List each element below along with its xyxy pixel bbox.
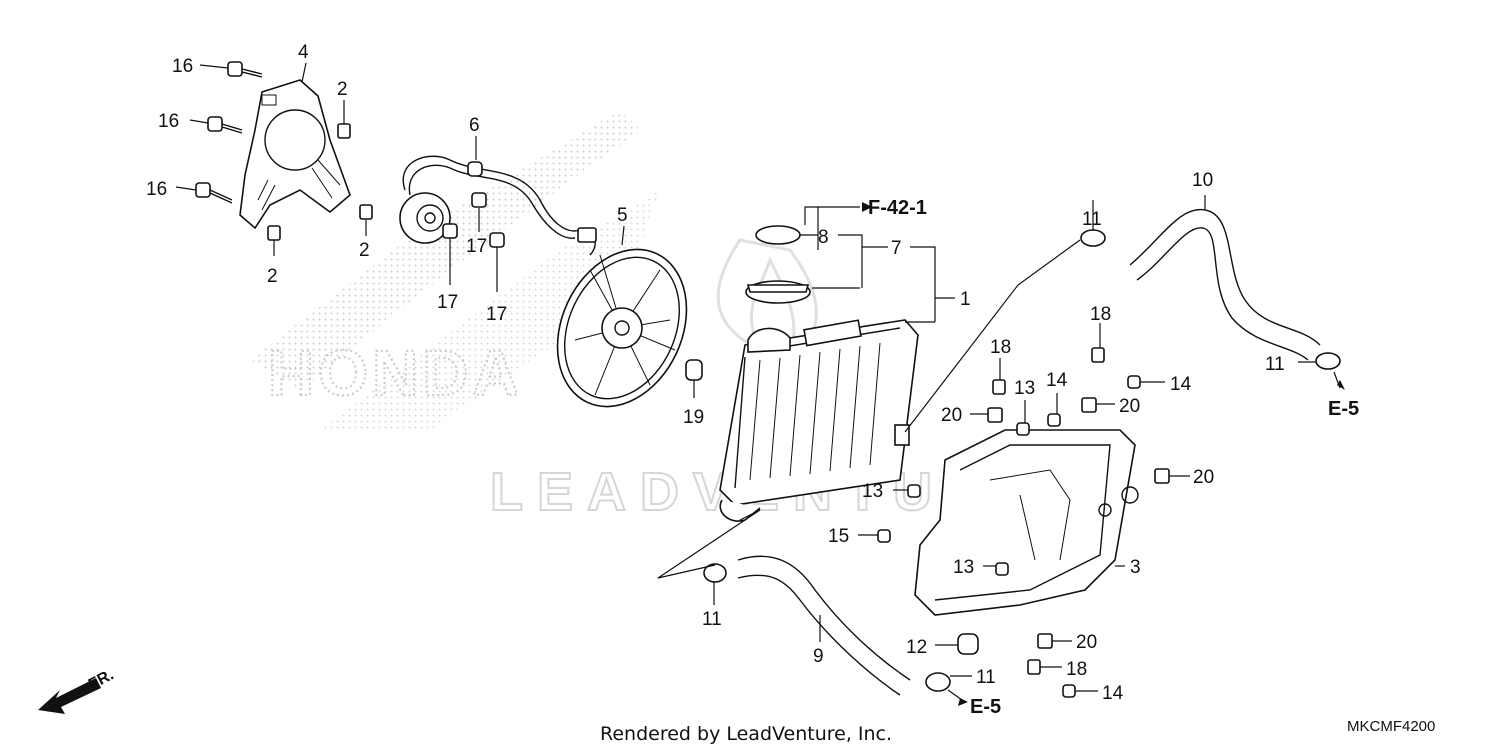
callout-19: 19: [683, 407, 704, 428]
bolt-13-a[interactable]: [1016, 422, 1030, 436]
callout-14: 14: [1170, 374, 1192, 395]
callout-18: 18: [1090, 304, 1111, 325]
callout-17: 17: [466, 236, 487, 257]
callout-18: 18: [1066, 659, 1087, 680]
callout-20: 20: [1076, 632, 1097, 653]
hose-clamp-11-upper-right[interactable]: [1315, 352, 1341, 370]
grommet-20-a[interactable]: [987, 407, 1003, 423]
bolt-13-c[interactable]: [995, 562, 1009, 576]
callout-16: 16: [172, 56, 193, 77]
cooling-fan[interactable]: [533, 228, 711, 427]
leader-lines: [175, 62, 1341, 701]
reference-e5-lower[interactable]: E-5: [970, 696, 1001, 718]
callout-6: 6: [469, 115, 480, 136]
bolt-16-mid[interactable]: [207, 116, 243, 134]
callout-5: 5: [617, 205, 628, 226]
upper-hose[interactable]: [1129, 208, 1321, 361]
lower-hose[interactable]: [737, 555, 911, 696]
clip-18-c[interactable]: [1027, 659, 1041, 675]
radiator-cap[interactable]: [745, 280, 811, 304]
fan-motor[interactable]: [399, 155, 597, 256]
honda-watermark: HONDA: [250, 110, 660, 430]
callout-7: 7: [891, 238, 902, 259]
callout-4: 4: [298, 42, 309, 63]
callout-16: 16: [158, 111, 179, 132]
bolt-16-top[interactable]: [227, 61, 263, 78]
clip-nut-2-top[interactable]: [337, 123, 351, 139]
reference-e5-upper[interactable]: E-5: [1328, 398, 1359, 420]
clip-18-a[interactable]: [1091, 347, 1105, 363]
bolt-14-a[interactable]: [1047, 413, 1061, 427]
callout-14: 14: [1102, 683, 1124, 704]
hose-clamp-11-lower-right[interactable]: [925, 672, 951, 692]
callout-20: 20: [1193, 467, 1214, 488]
callout-8: 8: [818, 227, 829, 248]
callout-16: 16: [146, 179, 167, 200]
bolt-17-a[interactable]: [471, 192, 487, 208]
bolt-14-b[interactable]: [1127, 375, 1141, 389]
radiator-cap-seal[interactable]: [755, 225, 801, 245]
clip-nut-2-mid[interactable]: [359, 204, 373, 220]
hose-clamp-11-lower-left[interactable]: [703, 563, 727, 583]
callout-10: 10: [1192, 170, 1213, 191]
callout-9: 9: [813, 646, 824, 667]
honda-watermark-text: HONDA: [268, 337, 523, 409]
grommet-20-d[interactable]: [1037, 633, 1053, 649]
callout-13: 13: [1014, 378, 1035, 399]
clip-nut-2-low[interactable]: [267, 225, 281, 241]
callout-13: 13: [953, 557, 974, 578]
callout-11: 11: [702, 609, 722, 630]
callout-20: 20: [941, 405, 962, 426]
bolt-13-b[interactable]: [907, 484, 921, 498]
cap-12[interactable]: [957, 633, 979, 655]
rendered-by-footer: Rendered by LeadVenture, Inc.: [600, 723, 892, 745]
callout-1: 1: [960, 289, 971, 310]
bolt-17-b[interactable]: [442, 223, 458, 239]
callout-18: 18: [990, 337, 1011, 358]
reference-f42-1[interactable]: F-42-1: [868, 197, 927, 219]
callout-3: 3: [1130, 557, 1141, 578]
callout-11: 11: [1082, 209, 1102, 230]
callout-17: 17: [486, 304, 507, 325]
arrowheads: [862, 202, 1345, 706]
bolt-17-c[interactable]: [489, 232, 505, 248]
callout-11: 11: [976, 667, 996, 688]
callout-15: 15: [828, 526, 849, 547]
callout-12: 12: [906, 637, 927, 658]
callout-2: 2: [359, 240, 370, 261]
bolt-15[interactable]: [877, 529, 891, 543]
callout-11: 11: [1265, 354, 1285, 375]
fan-shroud[interactable]: [914, 429, 1139, 616]
callout-2: 2: [267, 266, 278, 287]
nut-19[interactable]: [685, 359, 703, 381]
fan-bracket[interactable]: [239, 79, 351, 230]
callout-14: 14: [1046, 370, 1068, 391]
diagram-code: MKCMF4200: [1347, 718, 1435, 735]
hose-clamp-11-upper-left[interactable]: [1080, 229, 1106, 247]
callout-17: 17: [437, 292, 458, 313]
callout-20: 20: [1119, 396, 1140, 417]
bolt-16-low[interactable]: [195, 182, 233, 204]
clip-18-b[interactable]: [992, 379, 1006, 395]
front-indicator: FR.: [38, 666, 117, 714]
callout-2: 2: [337, 79, 348, 100]
radiator[interactable]: [719, 319, 919, 522]
front-arrow-icon: [38, 678, 101, 714]
grommet-20-b[interactable]: [1081, 397, 1097, 413]
callout-labels: 16 16 16 4 2 2 2 6 17 17 17 5 19 8 7 1 1…: [146, 42, 1285, 704]
callout-13: 13: [862, 481, 883, 502]
bolt-14-c[interactable]: [1062, 684, 1076, 698]
grommet-20-c[interactable]: [1154, 468, 1170, 484]
